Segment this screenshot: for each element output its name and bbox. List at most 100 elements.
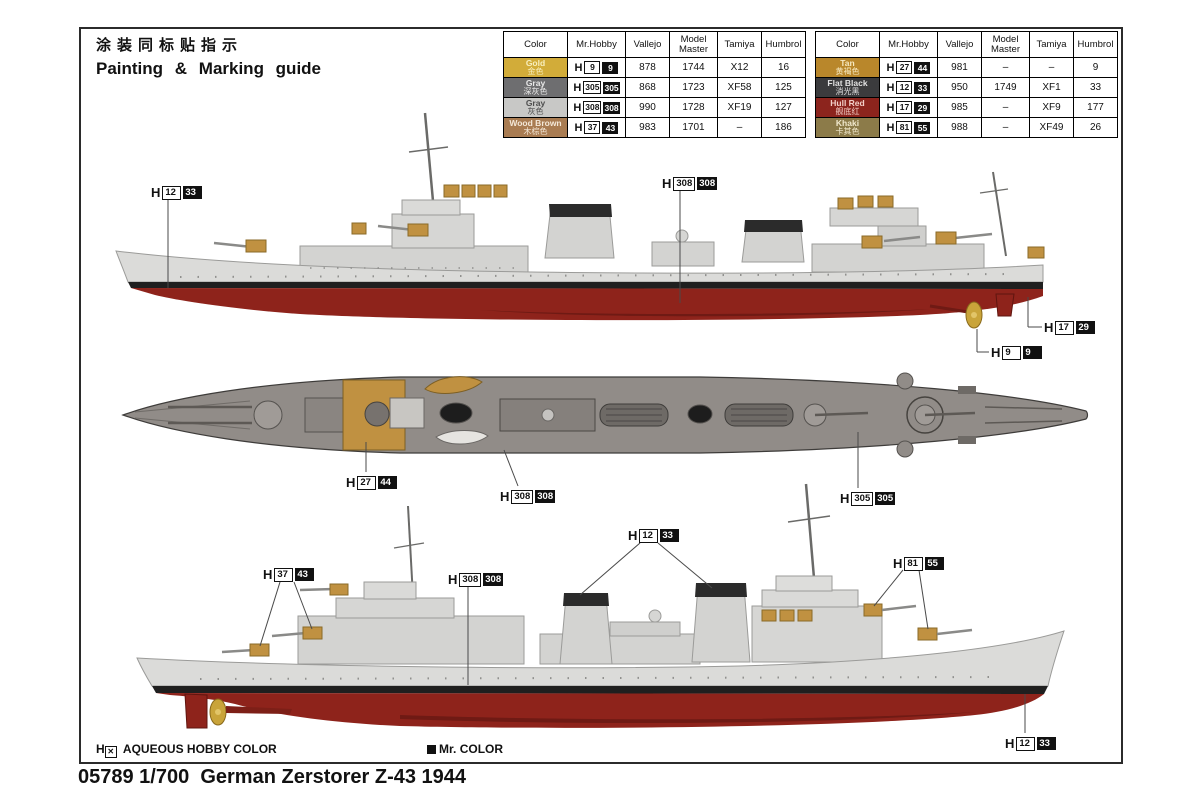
column-header: Color [815,31,880,58]
paint-number-cell: 868 [625,77,670,98]
paint-number-cell: XF49 [1029,117,1074,138]
paint-number-cell: 1744 [669,57,718,78]
ship-side-profile-bottom [136,483,1065,729]
paint-number-cell: 33 [1073,77,1118,98]
column-header: Humbrol [1073,31,1118,58]
page-title-english: Painting & Marking guide [96,59,322,78]
paint-number-cell: X12 [717,57,762,78]
paint-number-cell: 1728 [669,97,718,118]
column-header: Humbrol [761,31,806,58]
column-header: Vallejo [625,31,670,58]
paint-number-cell: – [981,117,1030,138]
callout-leader-line [873,569,904,607]
paint-number-cell: 26 [1073,117,1118,138]
paint-number-cell: 990 [625,97,670,118]
paint-number-cell: XF58 [717,77,762,98]
page-title-chinese: 涂装同标贴指示 [96,37,244,54]
paint-number-cell: – [981,97,1030,118]
callout-leader-line [657,542,713,589]
mr-color-square-icon [426,745,436,754]
kit-title: 05789 1/700 German Zerstorer Z-43 1944 [78,766,467,788]
legend-mr-color-label: Mr. COLOR [439,742,504,756]
title-block: 涂装同标贴指示 Painting & Marking guide [96,34,321,79]
paint-number-cell: 981 [937,57,982,78]
paint-number-cell: 177 [1073,97,1118,118]
callout-leader-line [293,581,313,630]
column-header: Model Master [669,31,718,58]
paint-number-cell: 1723 [669,77,718,98]
paint-number-cell: 127 [761,97,806,118]
legend-aqueous-label: AQUEOUS HOBBY COLOR [122,742,277,756]
callout-leader-line [259,581,281,647]
paint-number-cell: 9 [1073,57,1118,78]
column-header: Tamiya [1029,31,1074,58]
paint-number-cell: 186 [761,117,806,138]
aqueous-box-icon: ✕ [104,746,117,758]
column-header: Color [503,31,568,58]
paint-number-cell: 950 [937,77,982,98]
paint-number-cell: 985 [937,97,982,118]
callout-leader-line [579,542,641,596]
paint-number-cell: 16 [761,57,806,78]
paint-number-cell: XF1 [1029,77,1074,98]
paint-number-cell: – [717,117,762,138]
column-header: Mr.Hobby [879,31,938,58]
ship-plan-view [121,372,1089,458]
paint-number-cell: 125 [761,77,806,98]
paint-number-cell: – [981,57,1030,78]
paint-number-cell: – [1029,57,1074,78]
column-header: Vallejo [937,31,982,58]
paint-number-cell: XF19 [717,97,762,118]
column-header: Mr.Hobby [567,31,626,58]
